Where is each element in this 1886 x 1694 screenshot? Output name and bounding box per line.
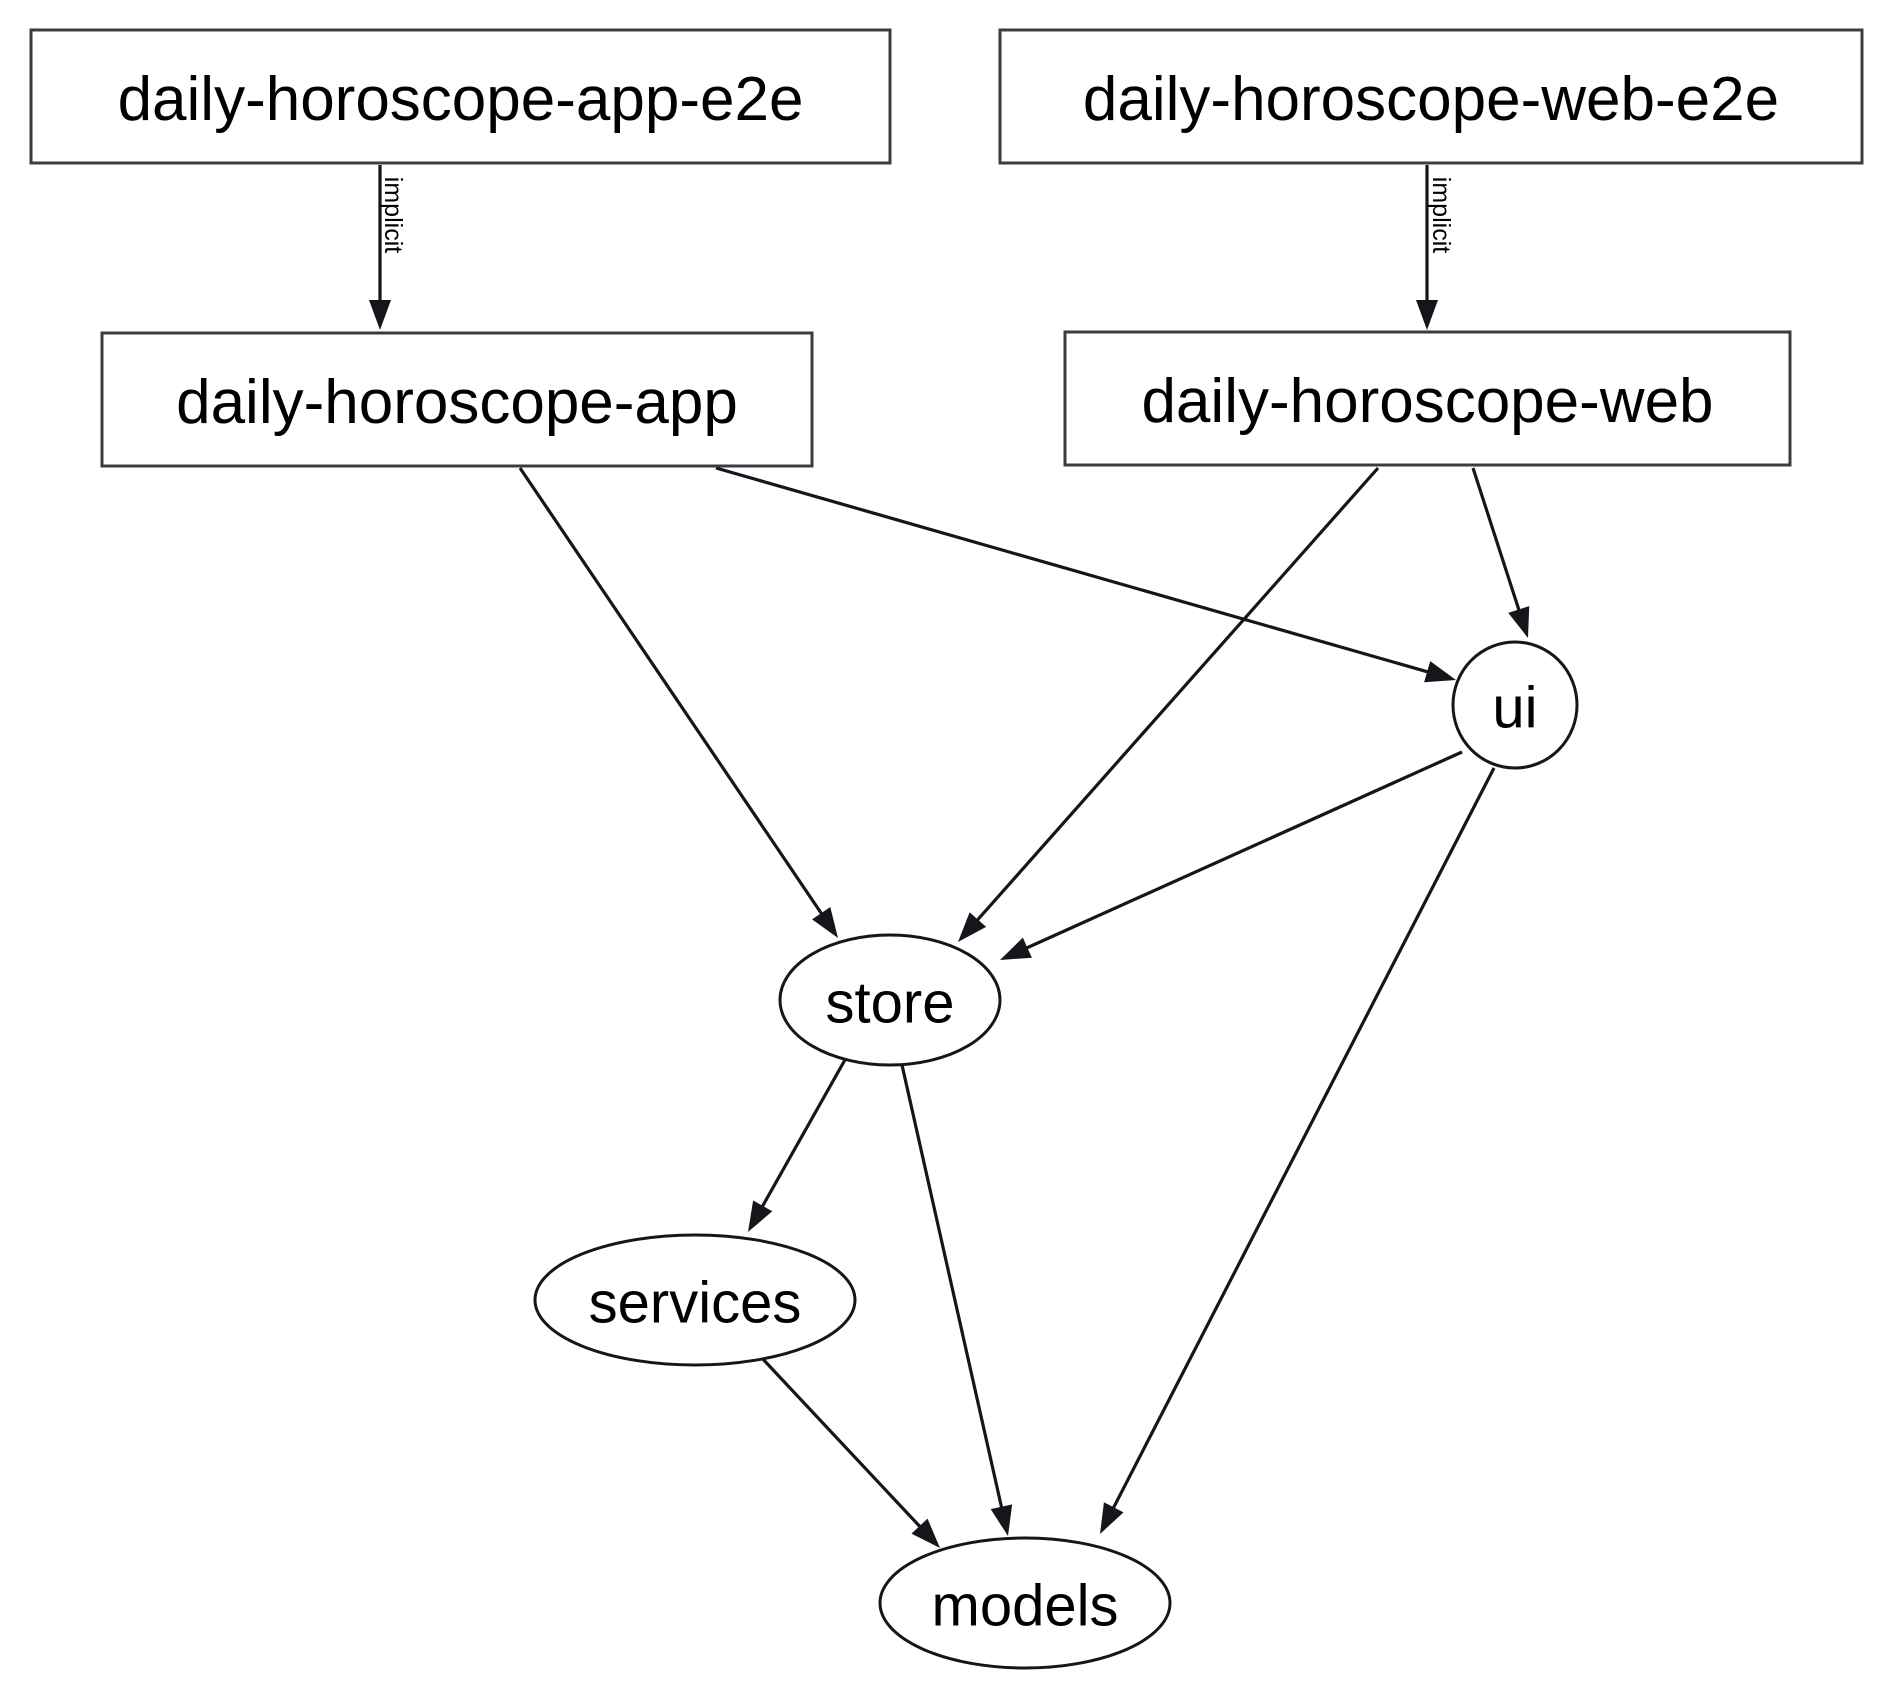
node-shape-ellipse[interactable] <box>778 933 1002 1067</box>
edge-label-implicit: implicit <box>379 177 407 253</box>
edge-arrowhead <box>812 906 838 938</box>
edge-line <box>972 466 1380 926</box>
edge-line <box>758 1354 926 1533</box>
edge-store-to-models <box>900 1064 1013 1536</box>
edge-daily-horoscope-web-to-ui <box>1471 467 1530 638</box>
node-label-daily-horoscope-app-e2e: daily-horoscope-app-e2e <box>118 65 804 134</box>
node-daily-horoscope-web[interactable]: daily-horoscope-web <box>1063 330 1792 467</box>
nodes-layer: daily-horoscope-app-e2e daily-horoscope-w… <box>29 28 1864 1670</box>
edge-line <box>758 1057 848 1213</box>
node-daily-horoscope-web-e2e[interactable]: daily-horoscope-web-e2e <box>998 28 1864 165</box>
edge-arrowhead <box>990 1504 1013 1536</box>
edge-labels-layer: implicit implicit <box>379 177 1455 253</box>
node-daily-horoscope-app-e2e[interactable]: daily-horoscope-app-e2e <box>29 28 892 165</box>
node-shape-box[interactable] <box>998 28 1864 165</box>
edges-layer <box>369 165 1530 1548</box>
node-shape-box[interactable] <box>29 28 892 165</box>
edge-arrowhead <box>1508 606 1530 638</box>
edge-arrowhead <box>748 1200 773 1232</box>
edge-services-to-models <box>758 1354 940 1548</box>
edge-label-implicit: implicit <box>1427 177 1455 253</box>
edge-line <box>518 467 827 920</box>
node-label-store: store <box>826 971 955 1036</box>
edge-line <box>900 1064 1005 1514</box>
node-label-models: models <box>932 1574 1119 1639</box>
node-shape-ellipse[interactable] <box>1451 640 1579 770</box>
edge-arrowhead <box>1000 937 1032 960</box>
edge-daily-horoscope-web-e2e-to-daily-horoscope-web <box>1416 165 1438 330</box>
node-label-daily-horoscope-web-e2e: daily-horoscope-web-e2e <box>1083 65 1779 134</box>
edge-daily-horoscope-app-e2e-to-daily-horoscope-app <box>369 165 391 330</box>
node-models[interactable]: models <box>878 1536 1172 1670</box>
edge-ui-to-models <box>1100 767 1496 1534</box>
edge-arrowhead <box>911 1518 940 1548</box>
node-label-services: services <box>589 1271 802 1336</box>
edge-line <box>1471 467 1523 617</box>
node-shape-ellipse[interactable] <box>878 1536 1172 1670</box>
edge-arrowhead <box>1416 300 1438 330</box>
edge-arrowhead <box>958 912 987 942</box>
node-shape-box[interactable] <box>1063 330 1792 467</box>
edge-line <box>1020 750 1463 952</box>
edge-ui-to-store <box>1000 750 1463 960</box>
node-ui[interactable]: ui <box>1451 640 1579 770</box>
node-daily-horoscope-app[interactable]: daily-horoscope-app <box>100 331 814 468</box>
edge-arrowhead <box>369 300 391 330</box>
node-label-daily-horoscope-app: daily-horoscope-app <box>176 368 738 437</box>
edge-line <box>715 466 1434 676</box>
node-label-ui: ui <box>1492 676 1537 741</box>
edge-store-to-services <box>748 1057 848 1232</box>
node-shape-box[interactable] <box>100 331 814 468</box>
edge-daily-horoscope-app-to-store <box>518 467 838 938</box>
node-services[interactable]: services <box>533 1233 857 1367</box>
node-label-daily-horoscope-web: daily-horoscope-web <box>1141 367 1713 436</box>
edge-line <box>1109 767 1496 1514</box>
edge-daily-horoscope-web-to-store <box>958 466 1380 942</box>
edge-arrowhead <box>1424 661 1456 683</box>
node-shape-ellipse[interactable] <box>533 1233 857 1367</box>
edge-daily-horoscope-app-to-ui <box>715 466 1456 683</box>
edge-arrowhead <box>1100 1502 1124 1534</box>
node-store[interactable]: store <box>778 933 1002 1067</box>
